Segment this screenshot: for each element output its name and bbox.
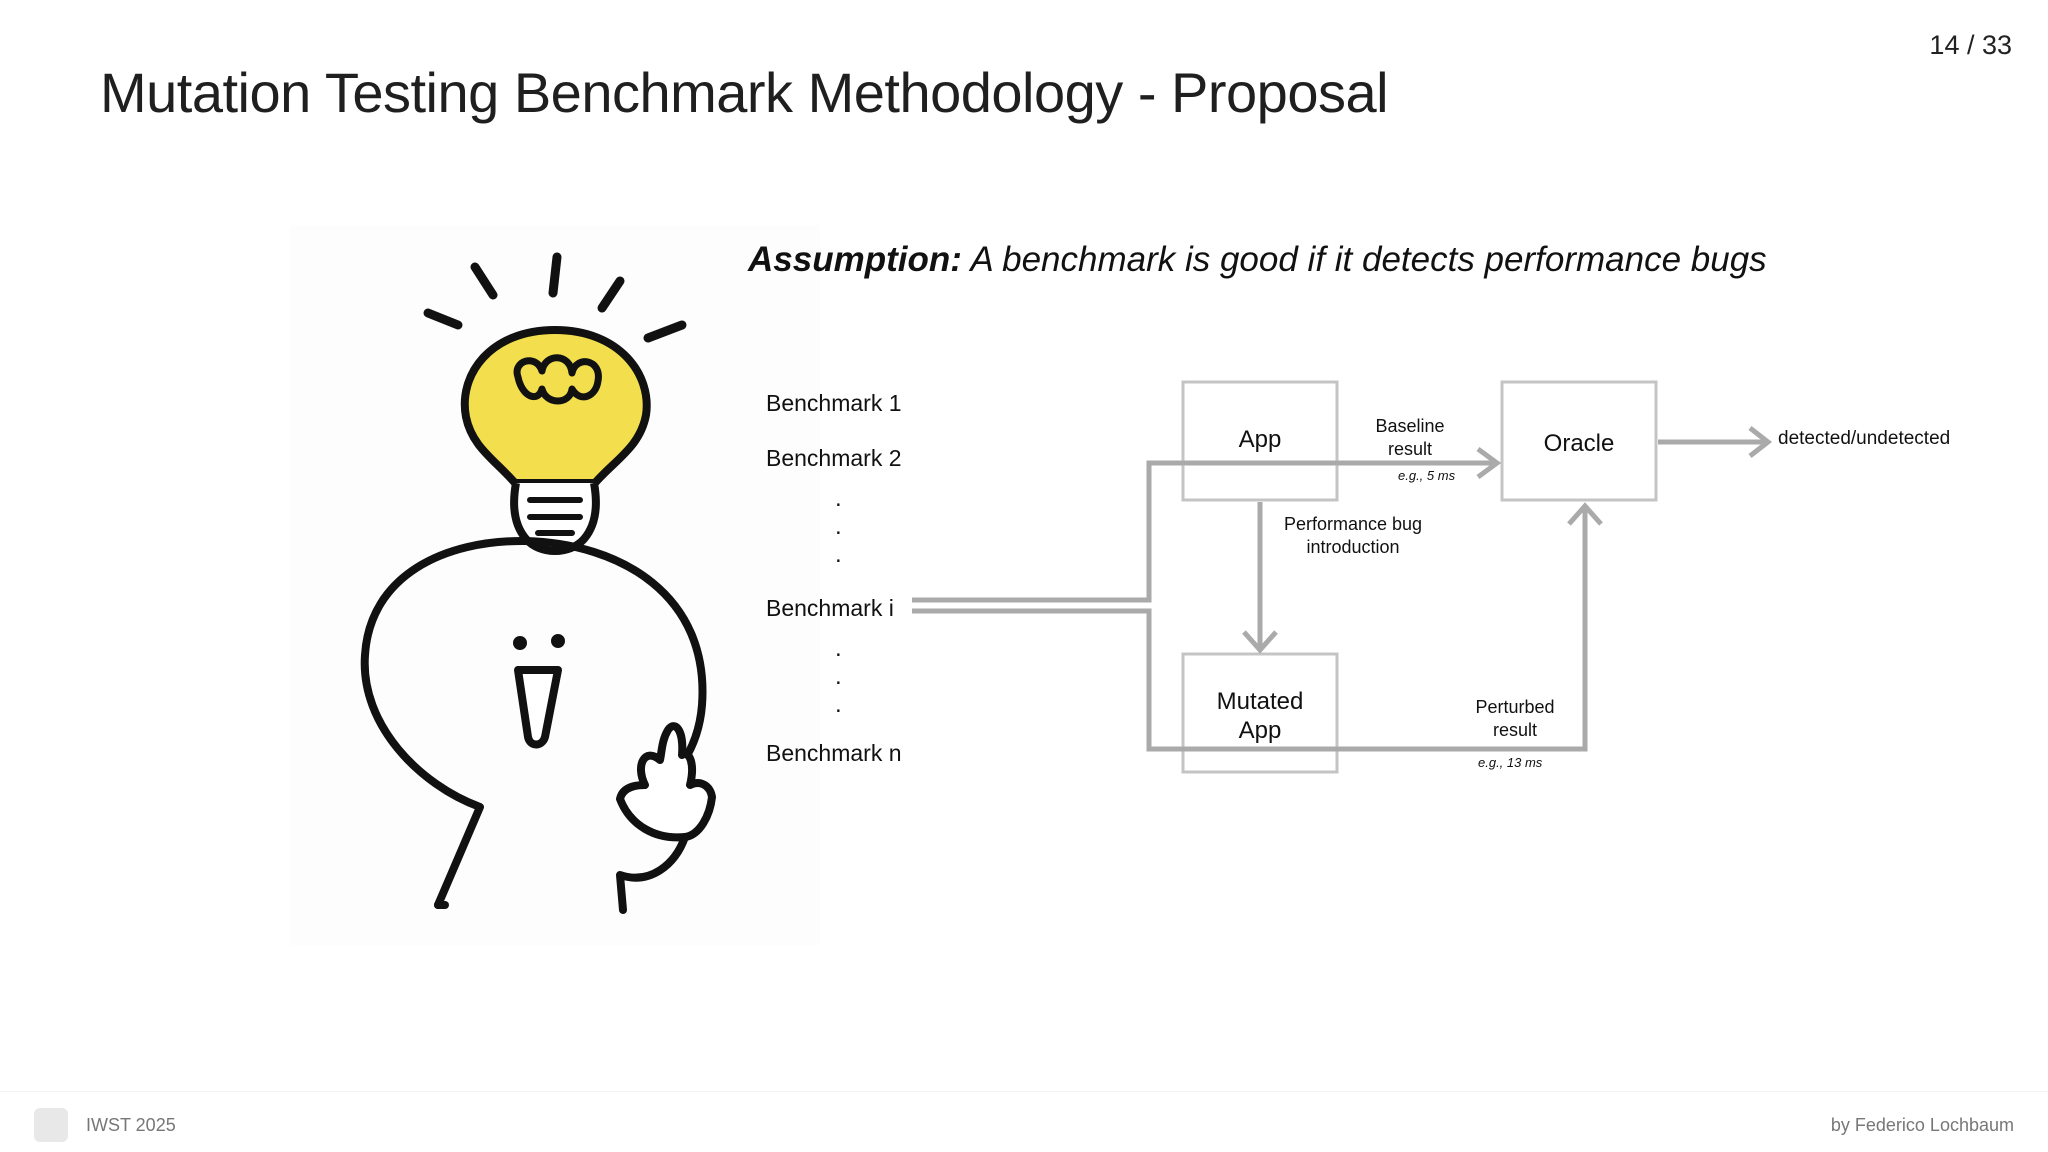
idea-illustration [360,252,716,914]
arrow-head-icon [1476,446,1502,480]
output-label: detected/undetected [1778,428,1951,449]
arrow-head-icon [1567,502,1603,526]
benchmark-n-label: Benchmark n [766,740,902,766]
arrow-head-icon [1242,630,1278,654]
mutated-app-label-line: Mutated [1216,688,1304,715]
ellipsis-dot: . [835,485,842,512]
perturbed-result-line: Perturbed [1475,697,1555,717]
bug-introduction-line-text: introduction [1306,537,1400,558]
footer-logo-icon [34,1108,68,1142]
footer-bar [0,1091,2048,1152]
arrow-head-icon [1748,426,1773,458]
oracle-box [1500,380,1658,502]
mutated-app-label-line: App [1238,716,1282,744]
baseline-result-line: result [1387,439,1432,460]
ellipsis-dot: . [835,513,842,540]
perturbed-flow-line [912,508,1588,752]
oracle-label: Oracle [1543,430,1615,457]
mutated-app-label: Mutated App [1183,688,1337,746]
ellipsis-dot: . [835,663,842,690]
page-number: 14 / 33 [1929,30,2012,60]
baseline-result-label: Baseline result [1350,415,1470,462]
slide-title: Mutation Testing Benchmark Methodology -… [100,61,1389,124]
baseline-flow-line [912,460,1497,603]
perturbed-result-label: Perturbed result [1455,696,1575,743]
ellipsis-dot: . [835,691,842,718]
baseline-example: e.g., 5 ms [1398,468,1456,483]
benchmark-i-label: Benchmark i [766,595,894,621]
mutated-app-box [1181,652,1339,774]
app-label: App [1238,426,1282,453]
ellipsis-dot: . [835,635,842,662]
thinking-character-icon [360,536,716,914]
assumption-label: Assumption: [748,240,962,279]
benchmark-1-label: Benchmark 1 [766,390,902,416]
baseline-result-line: Baseline [1375,416,1445,436]
app-box [1181,380,1339,502]
assumption-text: A benchmark is good if it detects perfor… [970,240,1767,279]
lightbulb-rays-icon [423,252,687,343]
benchmark-2-label: Benchmark 2 [766,445,902,471]
footer-author: by Federico Lochbaum [1830,1115,2014,1135]
perturbed-result-line: result [1492,720,1537,741]
bug-introduction-label: Performance bug introduction [1270,513,1436,560]
ellipsis-dot: . [835,541,842,568]
bug-introduction-line-text: Performance bug [1283,514,1423,534]
lightbulb-icon [460,326,651,555]
character-face [513,634,565,749]
assumption-statement: Assumption: A benchmark is good if it de… [748,240,1767,280]
footer-conference: IWST 2025 [86,1115,176,1135]
perturbed-example: e.g., 13 ms [1478,755,1543,770]
